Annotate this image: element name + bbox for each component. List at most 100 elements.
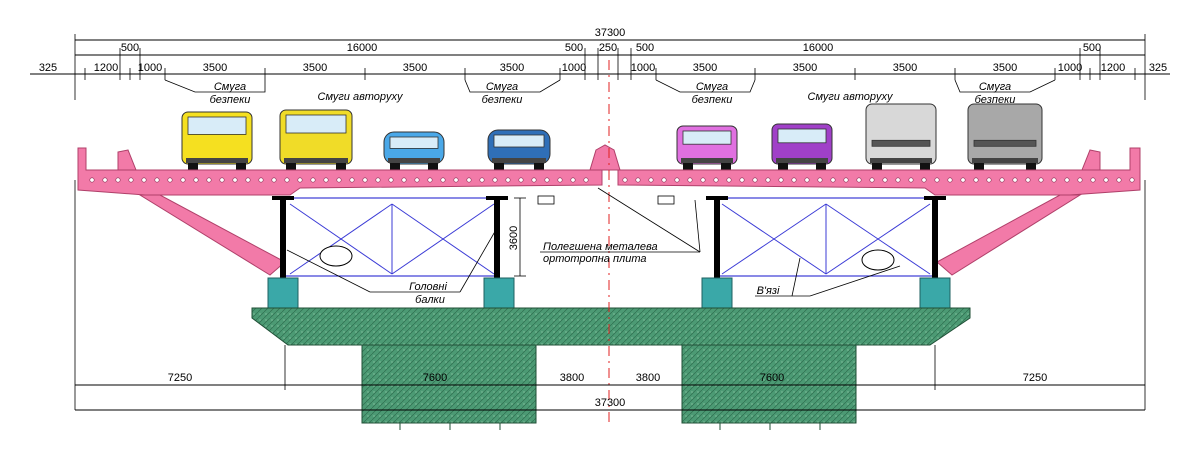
- dim-right-edge: 325: [1149, 62, 1167, 74]
- deck-rib: [804, 177, 810, 183]
- vehicle-van: [181, 111, 253, 170]
- deck-rib: [453, 177, 459, 183]
- vehicles: [181, 103, 1043, 170]
- dim-girder-height: 3600: [508, 226, 520, 250]
- dim-right-500b: 500: [1083, 42, 1101, 54]
- deck-rib: [843, 177, 849, 183]
- median-barrier: [589, 144, 621, 171]
- girder-flanges: [272, 196, 946, 200]
- safety-strip-left-2-line2: безпеки: [482, 94, 523, 106]
- deck-rib: [622, 177, 628, 183]
- dim-right-lane4: 3500: [993, 62, 1017, 74]
- deck-rib: [947, 177, 953, 183]
- lane-leaders: [164, 79, 1056, 93]
- dim-left-1000b: 1000: [562, 62, 586, 74]
- deck-rib: [388, 177, 394, 183]
- deck-rib: [206, 177, 212, 183]
- deck-rib: [583, 177, 589, 183]
- deck-right: [617, 147, 1141, 196]
- deck-rib: [999, 177, 1005, 183]
- bracing-leaders: [755, 257, 901, 297]
- bearing-4: [919, 277, 951, 309]
- deck-rib: [219, 177, 225, 183]
- deck-rib: [128, 177, 134, 183]
- deck-rib: [934, 177, 940, 183]
- bracing-label: В'язі: [757, 285, 780, 297]
- deck-rib: [154, 177, 160, 183]
- deck-rib: [401, 177, 407, 183]
- deck-rib: [492, 177, 498, 183]
- deck-rib: [349, 177, 355, 183]
- deck-rib: [700, 177, 706, 183]
- dim-right-1000b: 1000: [1058, 62, 1082, 74]
- deck: [77, 144, 1141, 276]
- deck-rib: [882, 177, 888, 183]
- top-dimensions: [30, 34, 1170, 100]
- bearing-2: [483, 277, 515, 309]
- deck-stiffeners: [537, 195, 675, 205]
- main-girder-4: [932, 198, 938, 278]
- deck-rib: [531, 177, 537, 183]
- brace-left-2: [289, 203, 393, 275]
- deck-rib: [557, 177, 563, 183]
- deck-rib: [1038, 177, 1044, 183]
- deck-rib: [323, 177, 329, 183]
- dim-left-lane4: 3500: [500, 62, 524, 74]
- deck-rib: [115, 177, 121, 183]
- deck-rib: [856, 177, 862, 183]
- deck-rib: [869, 177, 875, 183]
- deck-rib: [986, 177, 992, 183]
- deck-rib: [1116, 177, 1122, 183]
- dim-bottom-mid-left: 3800: [560, 372, 584, 384]
- deck-rib: [661, 177, 667, 183]
- dim-bottom-mid-right: 3800: [636, 372, 660, 384]
- main-girder-1: [280, 198, 286, 278]
- safety-strip-right-1-line2: безпеки: [692, 94, 733, 106]
- main-beams-label-line2: балки: [415, 294, 445, 306]
- pier-cap: [251, 307, 971, 346]
- dim-left-edge: 325: [39, 62, 57, 74]
- traffic-lanes-right: Смуги автоpуху: [808, 91, 894, 103]
- safety-strip-left-2-line1: Смуга: [486, 81, 518, 93]
- dim-left-500: 500: [121, 42, 139, 54]
- dim-bottom-left-overhang: 7250: [168, 372, 192, 384]
- deck-rib: [635, 177, 641, 183]
- deck-rib: [89, 177, 95, 183]
- dim-left-lane3: 3500: [403, 62, 427, 74]
- bearings: [267, 277, 951, 309]
- dim-left-500b: 500: [565, 42, 583, 54]
- deck-rib: [102, 177, 108, 183]
- deck-rib: [544, 177, 550, 183]
- deck-rib: [245, 177, 251, 183]
- vehicle-truck: [865, 103, 937, 170]
- bearing-1: [267, 277, 299, 309]
- safety-strip-right-1-line1: Смуга: [696, 81, 728, 93]
- pier-column-right: [681, 344, 857, 424]
- deck-rib: [284, 177, 290, 183]
- main-girder-2: [494, 198, 500, 278]
- deck-rib: [297, 177, 303, 183]
- deck-rib: [440, 177, 446, 183]
- deck-rib: [271, 177, 277, 183]
- safety-strip-right-2-line2: безпеки: [975, 94, 1016, 106]
- steel-box-right: [714, 197, 938, 278]
- dim-right-1000a: 1000: [631, 62, 655, 74]
- pier: [251, 307, 971, 430]
- vehicle-car: [487, 129, 551, 170]
- orthotropic-label-line1: Полегшена металева: [543, 241, 658, 253]
- traffic-lanes-left: Смуги автоpуху: [318, 91, 404, 103]
- vehicle-truck: [967, 103, 1043, 170]
- dim-left-lane1: 3500: [203, 62, 227, 74]
- deck-rib: [518, 177, 524, 183]
- deck-rib: [1103, 177, 1109, 183]
- deck-rib: [505, 177, 511, 183]
- main-girder-3: [714, 198, 720, 278]
- dim-right-lane3: 3500: [893, 62, 917, 74]
- manhole-right: [861, 249, 895, 271]
- deck-rib: [141, 177, 147, 183]
- main-beams-label-line1: Головні: [409, 281, 447, 293]
- deck-rib: [765, 177, 771, 183]
- dim-right-lane2: 3500: [793, 62, 817, 74]
- brace-left-4: [391, 203, 495, 275]
